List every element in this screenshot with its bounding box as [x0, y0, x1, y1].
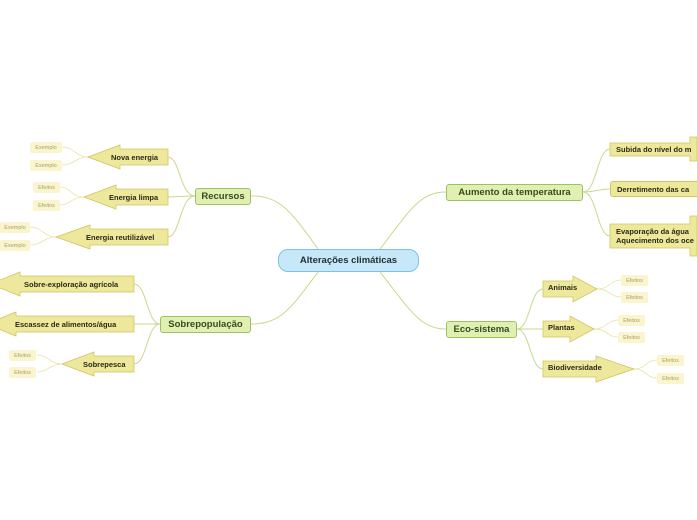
topic-recursos[interactable]: Recursos	[195, 188, 251, 205]
arrow-subida	[609, 136, 697, 162]
leaf-biodiversidade-efeitos-2[interactable]: Efeitos	[657, 373, 684, 384]
topic-sobrepopulacao[interactable]: Sobrepopulação	[160, 316, 251, 333]
arrow-sobre-exploracao	[0, 271, 135, 297]
arrow-escassez	[0, 311, 135, 337]
subtopic-energia-reutilizavel[interactable]: Energia reutilizável	[86, 233, 155, 242]
leaf-energia-reutilizavel-exemplo-1[interactable]: Exemplo	[0, 222, 30, 233]
subtopic-derretimento[interactable]: Derretimento das ca	[610, 181, 697, 197]
leaf-sobrepesca-efeitos-1[interactable]: Efeitos	[9, 350, 36, 361]
leaf-plantas-efeitos-2[interactable]: Efeitos	[618, 332, 645, 343]
central-topic[interactable]: Alterações climáticas	[278, 249, 419, 272]
subtopic-nova-energia[interactable]: Nova energia	[111, 153, 159, 162]
subtopic-escassez[interactable]: Escassez de alimentos/água	[15, 320, 117, 329]
topic-eco-sistema[interactable]: Eco-sistema	[446, 321, 517, 338]
leaf-energia-limpa-efeitos-2[interactable]: Efeitos	[33, 200, 60, 211]
subtopic-evaporacao-line1: Evaporação da água	[616, 227, 689, 236]
leaf-nova-energia-exemplo-2[interactable]: Exemplo	[30, 160, 62, 171]
leaf-plantas-efeitos-1[interactable]: Efeitos	[618, 315, 645, 326]
leaf-energia-reutilizavel-exemplo-2[interactable]: Exemplo	[0, 240, 30, 251]
subtopic-plantas[interactable]: Plantas	[548, 323, 575, 332]
arrow-energia-limpa	[82, 184, 169, 210]
subtopic-biodiversidade[interactable]: Biodiversidade	[548, 363, 602, 372]
leaf-animais-efeitos-2[interactable]: Efeitos	[621, 292, 648, 303]
arrow-energia-reutilizavel	[54, 224, 169, 250]
leaf-nova-energia-exemplo-1[interactable]: Exemplo	[30, 142, 62, 153]
subtopic-energia-limpa[interactable]: Energia limpa	[109, 193, 159, 202]
topic-aumento-temperatura[interactable]: Aumento da temperatura	[446, 184, 583, 201]
subtopic-animais[interactable]: Animais	[548, 283, 578, 292]
subtopic-sobrepesca[interactable]: Sobrepesca	[83, 360, 126, 369]
arrow-plantas	[542, 315, 595, 343]
arrow-nova-energia	[86, 144, 169, 170]
subtopic-evaporacao[interactable]: Evaporação da água Aquecimento dos oce	[610, 224, 697, 248]
leaf-energia-limpa-efeitos-1[interactable]: Efeitos	[33, 182, 60, 193]
leaf-sobrepesca-efeitos-2[interactable]: Efeitos	[9, 367, 36, 378]
subtopic-evaporacao-line2: Aquecimento dos oce	[616, 236, 694, 245]
leaf-biodiversidade-efeitos-1[interactable]: Efeitos	[657, 355, 684, 366]
leaf-animais-efeitos-1[interactable]: Efeitos	[621, 275, 648, 286]
arrow-biodiversidade	[542, 355, 636, 383]
arrow-sobrepesca	[60, 351, 135, 377]
arrow-animais	[542, 275, 598, 303]
subtopic-sobre-exploracao[interactable]: Sobre-exploração agrícola	[24, 280, 119, 289]
subtopic-subida-nivel-mar[interactable]: Subida do nível do m	[616, 144, 692, 154]
arrow-evaporacao	[609, 215, 697, 257]
